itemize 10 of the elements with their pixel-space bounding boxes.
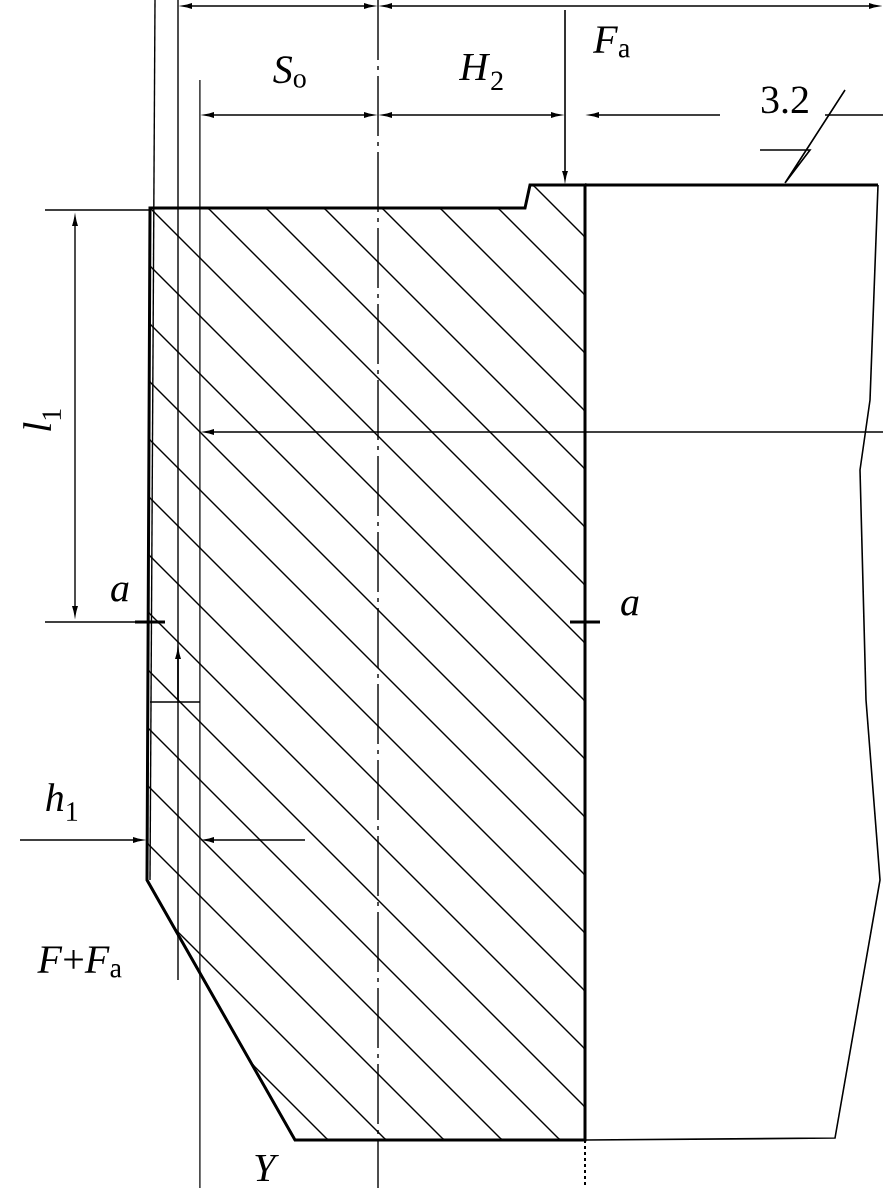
dimension-label: l$_{1}$ xyxy=(23,409,61,431)
section-label: a xyxy=(111,582,129,602)
point-label: Y xyxy=(255,1154,279,1182)
dimension-label: H$_{2}$ xyxy=(459,53,503,91)
dimension-label: S$_{o}$ xyxy=(273,56,306,88)
roughness-value: 3.2 xyxy=(761,86,808,114)
dimension-label: h$_{1}$ xyxy=(46,783,78,821)
force-label: F+F$_{a}$ xyxy=(37,946,122,978)
force-label: F$_{a}$ xyxy=(592,26,630,58)
section-label: a xyxy=(621,596,639,616)
